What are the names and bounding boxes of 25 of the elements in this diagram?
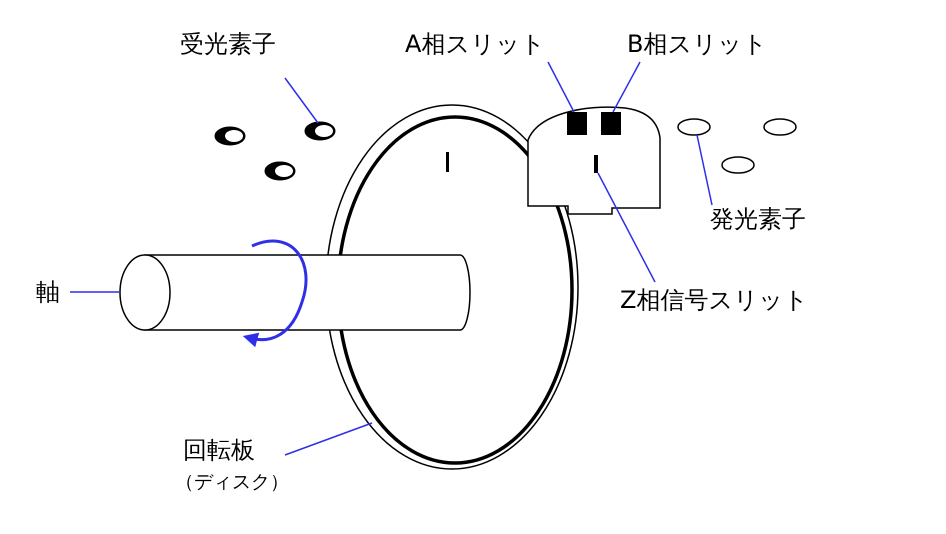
leader-line (597, 172, 656, 282)
light-receiver (214, 126, 246, 146)
part-label: 回転板 (183, 436, 256, 465)
part-label: B相スリット (627, 30, 768, 59)
leader-line (70, 291, 119, 293)
part-label: 発光素子 (710, 205, 806, 234)
part-label: A相スリット (405, 30, 546, 59)
part-label: Z相信号スリット (620, 286, 808, 315)
part-label: （ディスク） (175, 470, 289, 494)
leader-line (696, 134, 713, 206)
light-emitter (677, 118, 711, 136)
shaft (119, 254, 471, 331)
leader-line (284, 78, 319, 124)
leader-line (612, 62, 641, 112)
light-receiver (264, 162, 296, 180)
light-emitter (721, 156, 755, 174)
slit (601, 112, 621, 135)
slit (567, 112, 587, 135)
light-emitter (763, 118, 797, 136)
leader-line (284, 422, 372, 456)
slit (594, 155, 598, 173)
light-receiver (304, 122, 336, 140)
part-label: 軸 (36, 278, 60, 307)
part-label: 受光素子 (180, 30, 276, 59)
leader-line (547, 62, 575, 112)
